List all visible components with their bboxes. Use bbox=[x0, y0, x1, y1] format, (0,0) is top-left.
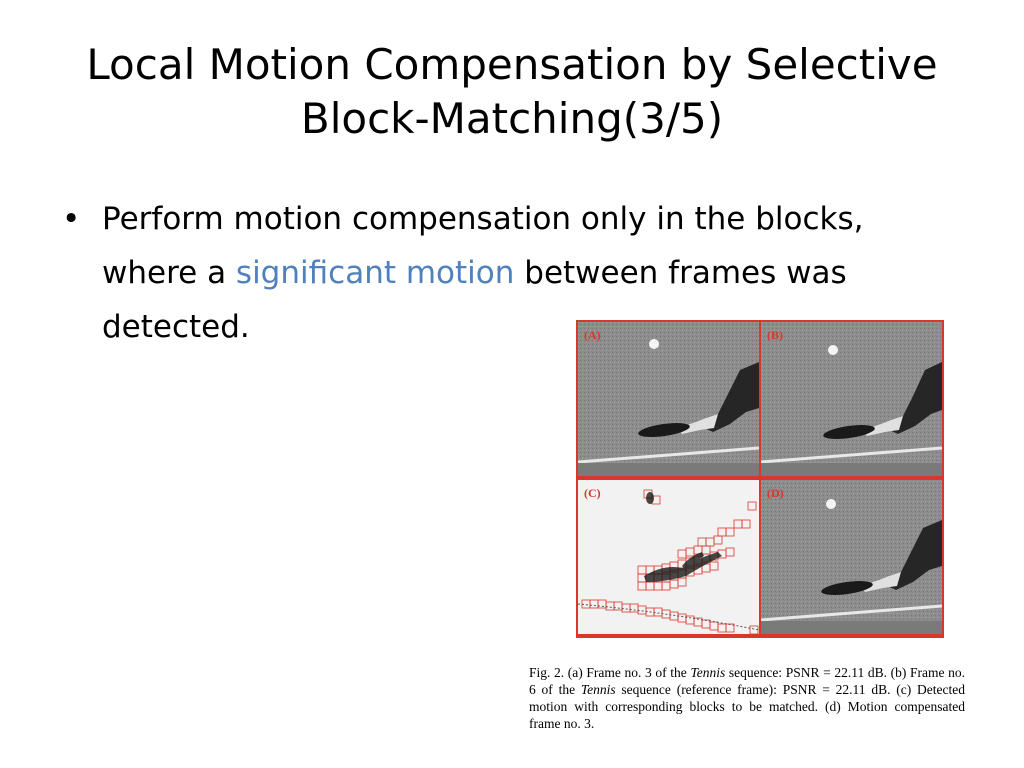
caption-sequence-name: Tennis bbox=[690, 665, 726, 680]
bullet-item: • Perform motion compensation only in th… bbox=[62, 192, 942, 354]
bullet-dot-icon: • bbox=[62, 201, 81, 237]
panel-b: (B) bbox=[761, 322, 942, 476]
tennis-frame-image bbox=[761, 480, 942, 634]
panel-label: (D) bbox=[767, 486, 784, 500]
caption-text: Fig. 2. (a) Frame no. 3 of the bbox=[529, 665, 691, 680]
panel-d: (D) bbox=[761, 480, 942, 634]
panel-label: (A) bbox=[584, 328, 601, 342]
motion-blocks-image bbox=[578, 480, 759, 634]
figure-grid: (A) (B) bbox=[576, 320, 944, 638]
caption-sequence-name: Tennis bbox=[580, 682, 616, 697]
panel-a: (A) bbox=[578, 322, 759, 476]
panel-label: (C) bbox=[584, 486, 601, 500]
bullet-text-start: Perform motion compensation only in the … bbox=[102, 201, 864, 291]
figure-caption: Fig. 2. (a) Frame no. 3 of the Tennis se… bbox=[529, 664, 965, 732]
panel-label: (B) bbox=[767, 328, 783, 342]
bullet-list: • Perform motion compensation only in th… bbox=[62, 192, 942, 354]
caption-text: sequence (reference frame): PSNR = 22.11… bbox=[529, 682, 965, 731]
tennis-frame-image bbox=[761, 322, 942, 476]
panel-c: (C) bbox=[578, 480, 759, 634]
bullet-text-end: between frames was detected. bbox=[102, 255, 847, 345]
caption-text: sequence: PSNR = 22.11 dB. (b) Frame no.… bbox=[529, 665, 966, 697]
bullet-highlight: significant motion bbox=[235, 255, 515, 291]
tennis-frame-image bbox=[578, 322, 759, 476]
slide-title: Local Motion Compensation by Selective B… bbox=[86, 40, 938, 143]
